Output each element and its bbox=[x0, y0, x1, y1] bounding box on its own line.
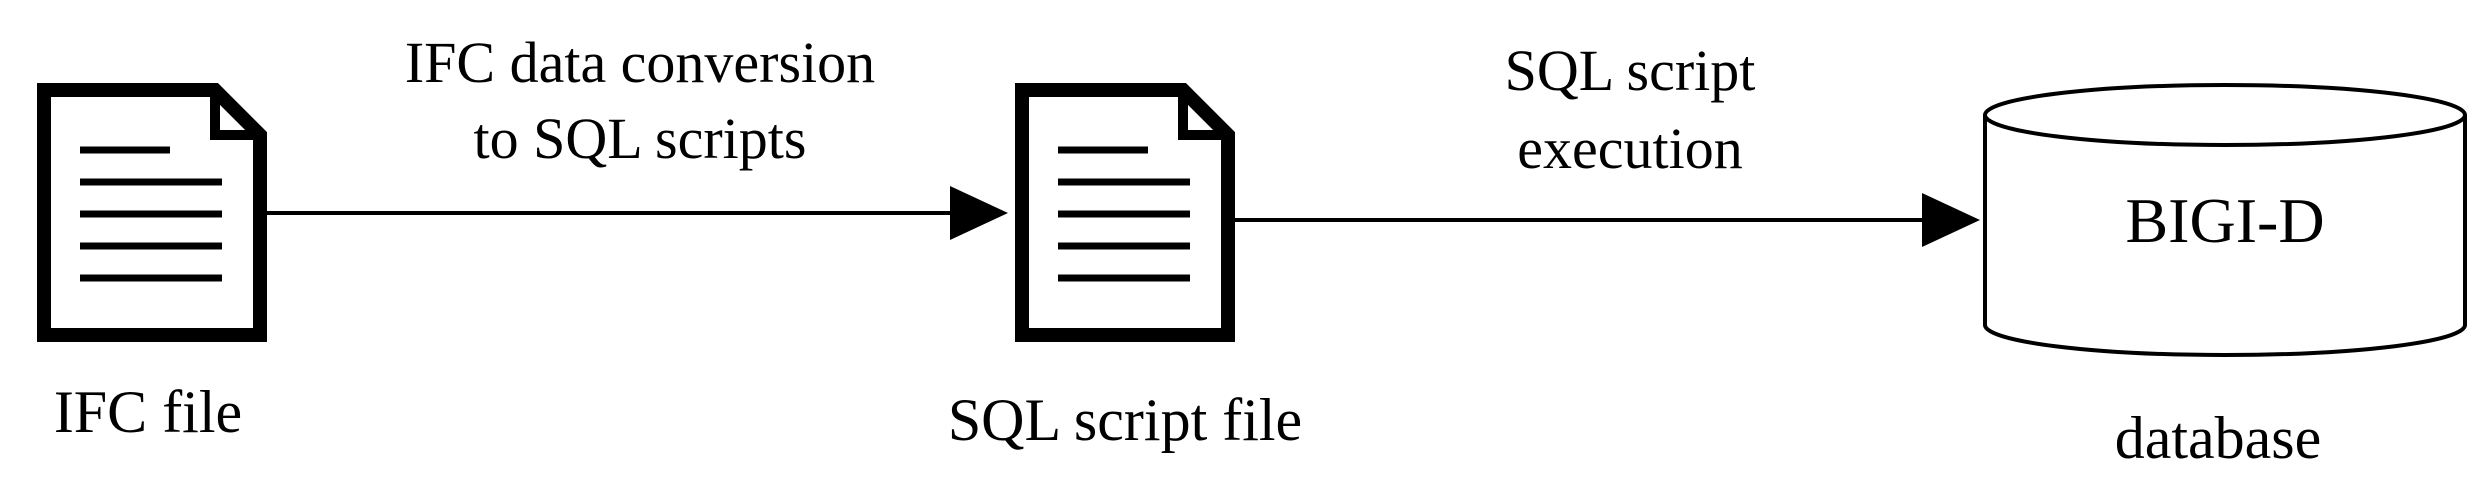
ifc-file-document-icon bbox=[37, 83, 267, 342]
database-label: database bbox=[2115, 405, 2322, 471]
conversion-arrowhead bbox=[950, 186, 1008, 240]
conversion-label-line1: IFC data conversion bbox=[405, 30, 875, 95]
execution-arrow bbox=[1232, 193, 1980, 247]
sql-script-file-document-icon bbox=[1015, 83, 1235, 342]
database-inner-label: BIGI-D bbox=[2125, 185, 2324, 256]
sql-script-file-label: SQL script file bbox=[948, 387, 1302, 453]
conversion-arrow bbox=[264, 186, 1008, 240]
execution-arrowhead bbox=[1922, 193, 1980, 247]
database-cylinder-icon bbox=[1983, 83, 2467, 357]
ifc-file-label: IFC file bbox=[54, 379, 242, 445]
execution-label-line2: execution bbox=[1517, 116, 1742, 181]
conversion-label-line2: to SQL scripts bbox=[474, 106, 807, 171]
execution-label-line1: SQL script bbox=[1505, 38, 1756, 103]
